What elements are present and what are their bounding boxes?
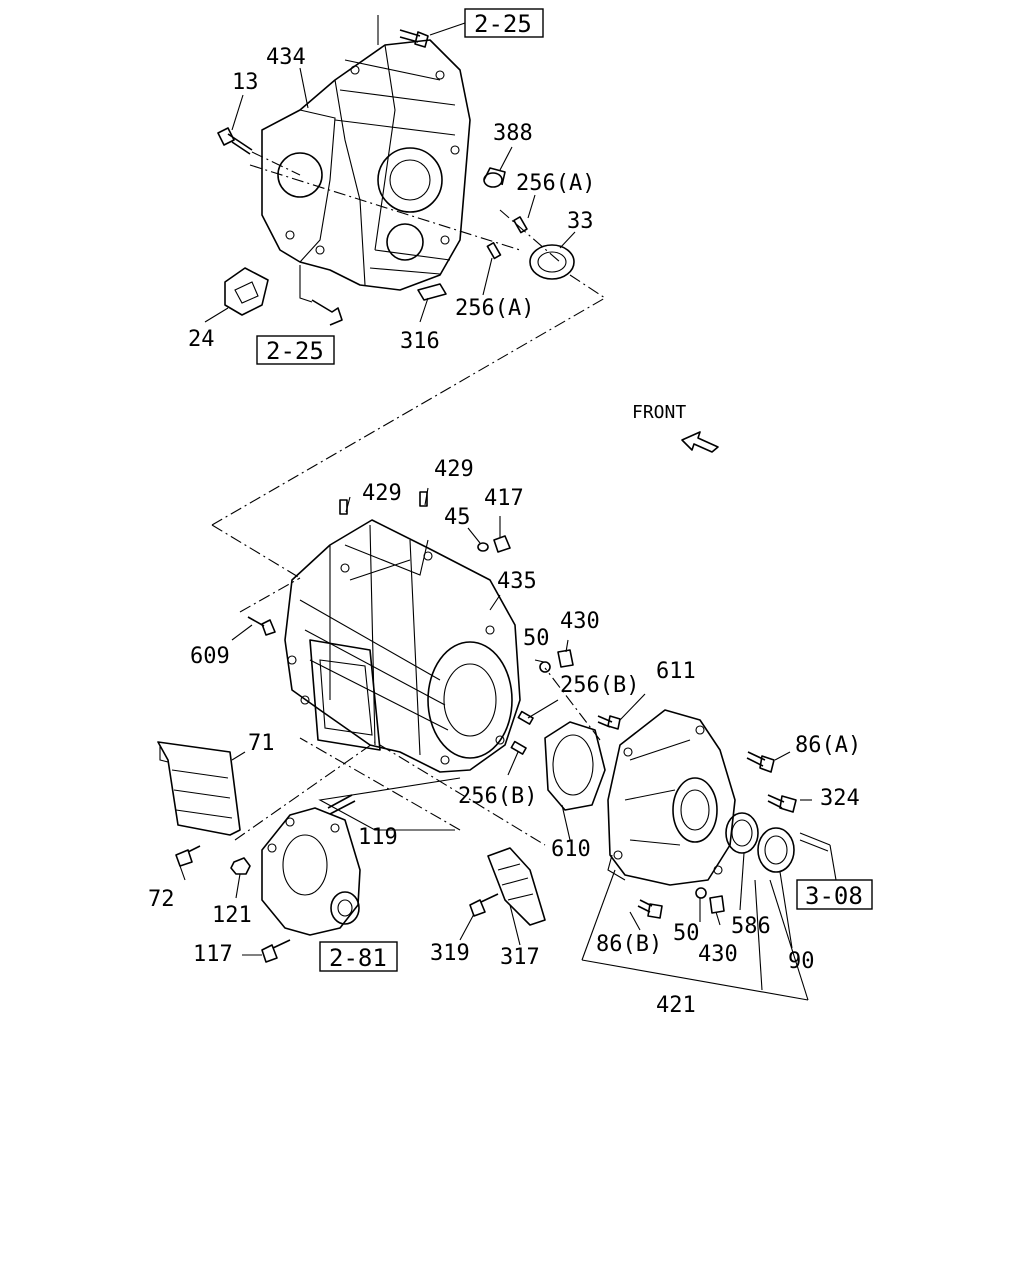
bolt-72 [175,845,201,867]
transmission-case-435 [284,519,521,773]
ref-box-top-left-label: 2-25 [266,337,324,365]
bolt-86a [746,751,775,773]
callout-13: 13 [232,70,259,95]
shaft-stub [799,832,831,852]
bolt-611 [597,715,621,730]
callout-435: 435 [497,569,537,594]
oil-seal-33 [529,244,575,280]
bolt-319 [469,893,499,917]
dowel-pin-256a [486,216,528,260]
oring-50 [539,661,551,673]
callout-256a-1: 256(A) [516,171,595,196]
callout-316: 316 [400,329,440,354]
ref-box-pto[interactable]: 2-81 [319,941,398,972]
callout-256a-2: 256(A) [455,296,534,321]
callout-611: 611 [656,659,696,684]
callout-256b-1: 256(B) [560,673,639,698]
callout-610: 610 [551,837,591,862]
bolt-609 [247,616,276,636]
plate-316 [417,283,447,301]
cover-71 [157,741,241,836]
bushing-388 [483,167,506,188]
bolt-lower [299,265,343,326]
callout-324: 324 [820,786,860,811]
rear-housing-421 [607,709,736,886]
callout-90: 90 [788,949,815,974]
callout-430-2: 430 [698,942,738,967]
seal-586 [725,812,759,854]
front-label: FRONT [632,402,686,423]
callout-117: 117 [193,942,233,967]
callout-50-2: 50 [673,921,700,946]
callout-317: 317 [500,945,540,970]
seal-90 [757,827,795,873]
ref-box-pto-label: 2-81 [329,944,387,972]
plug-430-lower [709,895,725,914]
cover-317 [487,847,546,926]
callout-319: 319 [430,941,470,966]
front-arrow [681,431,719,453]
plug-430 [557,649,574,668]
callout-45: 45 [444,505,471,530]
ref-box-top-right[interactable]: 2-25 [464,8,544,38]
callout-388: 388 [493,121,533,146]
ref-box-rear-label: 3-08 [805,882,863,910]
callout-429-1: 429 [362,481,402,506]
callout-417: 417 [484,486,524,511]
bolt-top [377,15,429,48]
callout-24: 24 [188,327,215,352]
callout-256b-2: 256(B) [458,784,537,809]
callout-430-1: 430 [560,609,600,634]
pto-housing [261,807,361,936]
plug-417 [493,535,511,553]
callout-33: 33 [567,209,594,234]
callout-121: 121 [212,903,252,928]
callout-586: 586 [731,914,771,939]
oring-50-lower [695,887,707,899]
bolt-86b [637,899,663,919]
callout-429-2: 429 [434,457,474,482]
stud-119 [327,794,356,815]
bolt-117 [261,939,291,963]
dowel-pin-256b [510,710,534,755]
nut-121 [230,857,251,875]
gasket-610 [544,721,606,811]
callout-86b: 86(B) [596,932,662,957]
bracket-24 [224,267,269,316]
ref-box-top-right-label: 2-25 [474,10,532,38]
callout-50-1: 50 [523,626,550,651]
callout-71: 71 [248,731,275,756]
callout-72: 72 [148,887,175,912]
clutch-housing-434 [261,39,471,291]
callout-119: 119 [358,825,398,850]
callout-609: 609 [190,644,230,669]
callout-86a: 86(A) [795,733,861,758]
callout-434: 434 [266,45,306,70]
oring-45 [477,542,489,552]
bolt-324 [767,794,797,813]
ref-box-rear[interactable]: 3-08 [796,879,873,910]
ref-box-top-left[interactable]: 2-25 [256,335,335,365]
bolt-13 [217,127,301,176]
callout-421: 421 [656,993,696,1018]
